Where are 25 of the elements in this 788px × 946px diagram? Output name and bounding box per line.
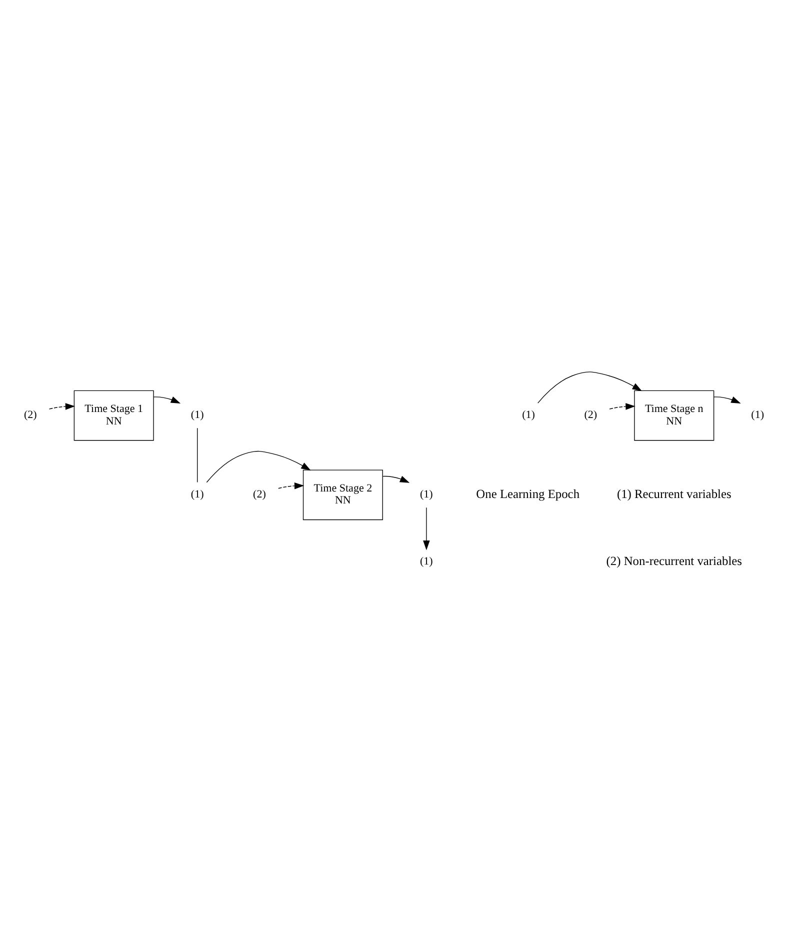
- arrow: [278, 482, 304, 490]
- arrow: [538, 372, 642, 404]
- arrow: [48, 403, 76, 410]
- node-text: (1): [751, 409, 764, 422]
- node-box: Time Stage 1 NN: [74, 390, 154, 441]
- arrow: [423, 507, 430, 550]
- node-text: (1): [522, 409, 535, 422]
- node-box: Time Stage 2 NN: [302, 470, 383, 520]
- arrow: [382, 476, 410, 483]
- node-text: (2): [584, 409, 598, 422]
- node-text: (1): [190, 409, 204, 422]
- arrow: [609, 403, 636, 410]
- label: (1) Recurrent variables: [616, 486, 732, 501]
- node-text: (1): [190, 488, 204, 501]
- node-text: (2): [24, 409, 37, 422]
- arrow: [153, 396, 181, 404]
- node-text: (1): [420, 555, 433, 568]
- node-box: Time Stage n NN: [634, 390, 714, 441]
- label: (2) Non-recurrent variables: [606, 554, 742, 568]
- arrow: [206, 450, 311, 483]
- label: One Learning Epoch: [476, 486, 580, 501]
- node-text: (1): [420, 488, 433, 501]
- arrow: [714, 396, 741, 404]
- connector: [197, 428, 198, 483]
- node-text: (2): [253, 488, 266, 501]
